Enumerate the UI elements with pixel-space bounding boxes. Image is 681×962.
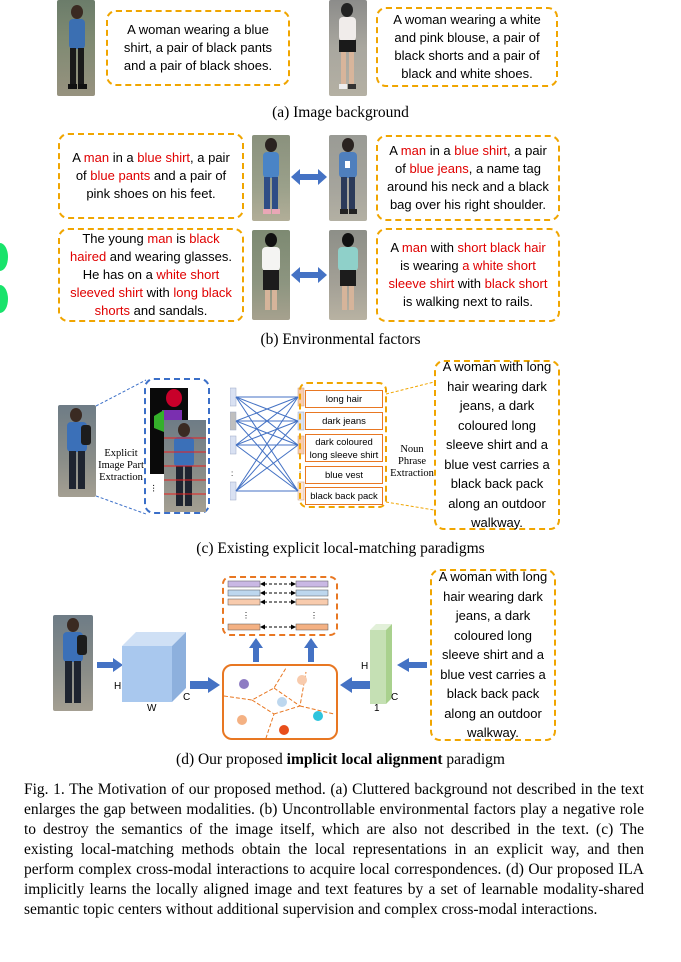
person-photo-c [58, 405, 96, 497]
text-bubble-b1-left: A man in a blue shirt, a pair of blue pa… [58, 133, 244, 219]
text-segment: is [172, 231, 190, 246]
text-segment: A [72, 150, 84, 165]
svg-text:⋮: ⋮ [310, 611, 318, 620]
caption-b: (b) Environmental factors [260, 331, 421, 348]
cube-w-label: W [147, 703, 157, 714]
noun-phrase: blue vest [305, 466, 383, 484]
extract-label: Explicit Image Part Extraction [98, 448, 144, 483]
annotation-marker [0, 243, 8, 271]
double-arrow-icon [291, 169, 327, 185]
partitioned-person-photo [164, 420, 206, 512]
text-segment: in a [426, 143, 455, 158]
highlighted-phrase: blue shirt [454, 143, 508, 158]
topic-center-box [222, 664, 338, 740]
left-arrow-icon [340, 677, 370, 693]
text-segment: A [390, 240, 402, 255]
text-segment: is wearing [400, 258, 463, 273]
person-photo-b1-right [329, 135, 367, 221]
text-bubble-b2-right: A man with short black hair is wearing a… [376, 228, 560, 322]
caption-d: (d) Our proposed implicit local alignmen… [176, 751, 505, 768]
text-segment: , a name tag around his neck and a black… [387, 161, 549, 212]
right-arrow-icon [190, 677, 220, 693]
extraction-lines [96, 379, 147, 515]
text-bubble-c: A woman with long hair wearing dark jean… [434, 359, 560, 530]
text-segment: with [143, 285, 174, 300]
up-arrow-icon [304, 638, 318, 662]
bar-h-label: H [361, 661, 369, 672]
text-segment: , a pair of [75, 150, 230, 183]
cube-c-label: C [183, 692, 191, 703]
text-bubble-b2-left: The young man is black haired and wearin… [58, 228, 244, 322]
text-segment: is walking next to rails. [402, 294, 534, 309]
text-bubble-b1-right: A man in a blue shirt, a pair of blue je… [376, 135, 560, 221]
person-photo-a1 [57, 0, 95, 96]
aligned-features-box: ⋮ ⋮ [222, 576, 338, 636]
noun-phrase: dark jeans [305, 412, 383, 430]
person-photo-b1-left [252, 135, 290, 221]
text-segment: and sandals. [130, 303, 208, 318]
text-segment: and wearing glasses. He has on a [82, 249, 232, 282]
highlighted-phrase: blue jeans [409, 161, 469, 176]
text-segment: and a pair of pink shoes on his feet. [86, 168, 227, 201]
noun-extraction-lines [386, 381, 435, 511]
text-segment: with [454, 276, 485, 291]
left-arrow-icon [397, 658, 427, 672]
highlighted-phrase: a white short sleeve shirt [388, 258, 536, 291]
noun-phrase: dark coloured long sleeve shirt [305, 434, 383, 462]
svg-text::: : [231, 469, 233, 478]
interaction-network: : : [230, 387, 305, 501]
highlighted-phrase: man [401, 240, 428, 255]
highlighted-phrase: long black shorts [94, 285, 232, 318]
caption-a: (a) Image background [272, 104, 409, 121]
highlighted-phrase: blue shirt [137, 150, 191, 165]
text-bubble-d: A woman with long hair wearing dark jean… [430, 569, 556, 741]
highlighted-phrase: man [147, 231, 173, 246]
dots: ... [150, 484, 161, 493]
text-segment: with [427, 240, 458, 255]
noun-phrase: long hair [305, 390, 383, 408]
double-arrow-icon [291, 267, 327, 283]
noun-label: Noun Phrase Extraction [390, 444, 434, 479]
text-bubble-a-right: A woman wearing a white and pink blouse,… [376, 7, 558, 87]
text-bubble-a-left: A woman wearing a blue shirt, a pair of … [106, 10, 290, 86]
highlighted-phrase: blue pants [90, 168, 151, 183]
right-arrow-icon [97, 658, 123, 672]
highlighted-phrase: black haired [70, 231, 220, 264]
highlighted-phrase: man [400, 143, 427, 158]
bar-one-label: 1 [374, 703, 380, 714]
noun-phrase-box: long hair dark jeans dark coloured long … [299, 382, 387, 508]
person-photo-b2-left [252, 230, 290, 320]
caption-c: (c) Existing explicit local-matching par… [196, 540, 485, 557]
person-photo-b2-right [329, 230, 367, 320]
highlighted-phrase: black short [484, 276, 548, 291]
text-feature-bar [370, 624, 392, 704]
figure-caption: Fig. 1. The Motivation of our proposed m… [24, 781, 644, 918]
text-segment: The young [82, 231, 148, 246]
up-arrow-icon [249, 638, 263, 662]
cube-h-label: H [114, 681, 122, 692]
highlighted-phrase: short black hair [457, 240, 546, 255]
image-feature-cube [122, 632, 186, 702]
highlighted-phrase: white short sleeved shirt [70, 267, 220, 300]
highlighted-phrase: man [83, 150, 110, 165]
person-photo-a2 [329, 0, 367, 96]
bar-c-label: C [391, 692, 399, 703]
part-extraction-box: ... [144, 378, 210, 514]
text-segment: , a pair of [394, 143, 547, 176]
svg-text:⋮: ⋮ [242, 611, 250, 620]
text-segment: A [389, 143, 401, 158]
person-photo-d [53, 615, 93, 711]
text-segment: in a [109, 150, 138, 165]
annotation-marker [0, 285, 8, 313]
noun-phrase: black back pack [305, 487, 383, 505]
